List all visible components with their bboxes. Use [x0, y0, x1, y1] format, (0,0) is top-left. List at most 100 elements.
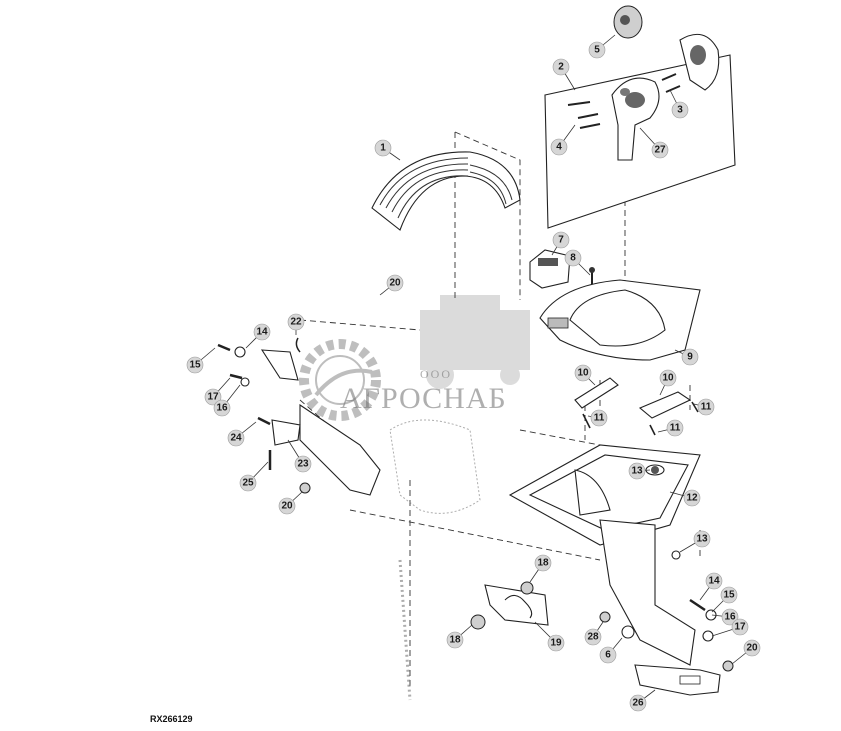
callout-bubble: [294, 455, 312, 473]
part-7-switch: [529, 249, 571, 289]
callout-3: 3: [669, 89, 689, 119]
callout-label: 16: [724, 612, 736, 623]
callout-13: 13: [679, 530, 711, 553]
part-19-clip-bracket: [484, 584, 549, 626]
callout-20: 20: [278, 491, 303, 515]
callout-label: 5: [594, 45, 600, 56]
callout-label: 28: [587, 632, 599, 643]
callout-5: 5: [588, 34, 616, 59]
callout-label: 11: [670, 423, 681, 434]
callout-15: 15: [186, 347, 216, 374]
callout-bubble: [574, 364, 592, 382]
callout-label: 20: [746, 643, 758, 654]
callout-bubble: [659, 369, 677, 387]
callout-bubble: [278, 497, 296, 515]
part-22-clip: [295, 337, 301, 353]
callout-10: 10: [659, 369, 677, 396]
callout-bubble: [552, 58, 570, 76]
part-3-screws: [661, 73, 681, 93]
figure-id-label: RX266129: [150, 714, 193, 724]
fasteners: [217, 343, 734, 672]
part-9-console-cover: [539, 279, 701, 361]
part-knob-shell: [679, 33, 720, 91]
callout-label: 11: [701, 402, 712, 413]
callout-label: 17: [734, 622, 746, 633]
part-27-lever-handle: [611, 77, 660, 161]
callout-label: 13: [696, 534, 708, 545]
callout-bubble: [681, 348, 699, 366]
callout-label: 19: [550, 638, 562, 649]
inset-box-shift-lever: [544, 5, 736, 229]
callout-label: 15: [189, 360, 201, 371]
callout-label: 25: [242, 478, 254, 489]
callout-bubble: [186, 356, 204, 374]
callout-bubble: [204, 388, 222, 406]
callout-label: 26: [632, 698, 644, 709]
callout-18: 18: [529, 554, 552, 583]
callout-14: 14: [245, 323, 271, 349]
callout-bubble: [287, 313, 305, 331]
callout-20: 20: [731, 639, 761, 665]
watermark: ООО АГРОСНАБ: [299, 295, 530, 421]
left-side-bracket: [260, 349, 381, 496]
callout-9: 9: [674, 348, 699, 366]
watermark-name: АГРОСНАБ: [340, 382, 507, 415]
callout-22: 22: [287, 313, 305, 335]
watermark-prefix: ООО: [420, 367, 452, 381]
callout-16: 16: [711, 608, 739, 626]
callout-20: 20: [379, 274, 404, 296]
callout-label: 9: [687, 352, 693, 363]
callout-8: 8: [564, 249, 591, 276]
callout-11: 11: [587, 409, 608, 427]
callout-bubble: [564, 249, 582, 267]
callout-25: 25: [239, 461, 269, 492]
callout-bubble: [374, 139, 392, 157]
callout-label: 14: [708, 576, 720, 587]
callout-bubble: [253, 323, 271, 341]
callout-label: 13: [631, 466, 643, 477]
callout-label: 18: [537, 558, 549, 569]
callout-bubble: [671, 101, 689, 119]
callout-bubble: [547, 634, 565, 652]
tractor-logo-icon: [420, 295, 530, 389]
callout-label: 15: [723, 590, 735, 601]
callout-label: 20: [281, 501, 293, 512]
callout-layer: 1234527789202214151716242325201011101111…: [186, 34, 761, 712]
callout-bubble: [239, 474, 257, 492]
callout-label: 8: [570, 253, 576, 264]
callout-label: 6: [605, 650, 611, 661]
callout-bubble: [628, 462, 646, 480]
callout-label: 4: [556, 142, 562, 153]
part-5-knob-cap: [613, 5, 643, 39]
callout-bubble: [666, 419, 684, 437]
part-1-fender-shroud: [371, 151, 521, 231]
callout-bubble: [705, 572, 723, 590]
callout-label: 7: [558, 235, 564, 246]
callout-2: 2: [552, 58, 576, 91]
callout-bubble: [534, 554, 552, 572]
callout-label: 1: [380, 143, 386, 154]
callout-label: 14: [256, 327, 268, 338]
callout-bubble: [590, 409, 608, 427]
callout-label: 20: [389, 278, 401, 289]
callout-label: 10: [577, 368, 589, 379]
callout-bubble: [213, 399, 231, 417]
callout-bubble: [721, 608, 739, 626]
part-4-screws: [567, 101, 601, 129]
callout-28: 28: [584, 621, 604, 646]
gear-logo-icon: [299, 339, 381, 421]
callout-bubble: [693, 530, 711, 548]
callout-bubble: [552, 231, 570, 249]
callout-label: 24: [230, 433, 242, 444]
callout-11: 11: [657, 419, 684, 437]
callout-bubble: [720, 586, 738, 604]
callout-18: 18: [446, 624, 473, 649]
callout-16: 16: [213, 384, 241, 417]
callout-label: 2: [558, 62, 564, 73]
callout-bubble: [599, 646, 617, 664]
callout-bubble: [697, 398, 715, 416]
callout-14: 14: [699, 572, 723, 601]
callout-bubble: [550, 138, 568, 156]
callout-11: 11: [693, 398, 715, 416]
callout-17: 17: [711, 618, 749, 637]
